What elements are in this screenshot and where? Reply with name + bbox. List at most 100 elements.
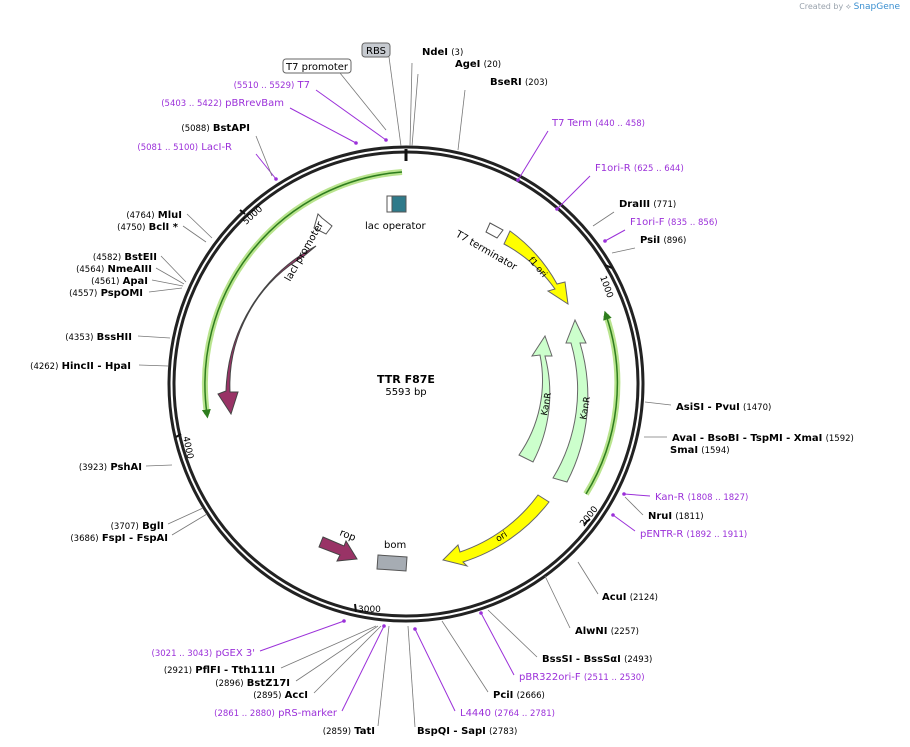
l4440-primer-mark: [413, 627, 417, 631]
bsssi-bsss-i-position: (2493): [624, 655, 652, 665]
acui-site-label: AcuI (2124): [602, 592, 658, 603]
bstapi-position: (5088): [181, 124, 209, 134]
hincii-hpai-name: HincII - HpaI: [62, 361, 131, 372]
orf-arc-kanr-line: [585, 310, 619, 495]
prs-marker-name: pRS-marker: [278, 708, 338, 719]
bgli-name: BglI: [142, 521, 164, 532]
pbr322ori-f-primer-mark: [479, 611, 483, 615]
apai-name: ApaI: [123, 276, 148, 287]
t7-site-label: (5510 .. 5529) T7: [234, 80, 310, 91]
ndei-position: (3): [451, 48, 463, 58]
feature-label-kanr-inner: KanR: [540, 392, 554, 417]
pspomi-position: (4557): [69, 289, 97, 299]
site-labels: NdeI (3)AgeI (20)BseRI (203)T7 Term (440…: [30, 47, 854, 737]
t7-promoter-box: T7 promoter: [282, 58, 352, 74]
kan-r-site-label: Kan-R (1808 .. 1827): [655, 492, 748, 503]
t7-position: (5510 .. 5529): [234, 81, 295, 91]
t7-term-leader: [517, 130, 549, 181]
alwni-site-label: AlwNI (2257): [575, 626, 639, 637]
tati-site-label: (2859) TatI: [323, 726, 375, 737]
alwni-leader: [544, 575, 571, 629]
mlui-leader: [186, 213, 213, 239]
f1ori-f-site-label: F1ori-F (835 .. 856): [630, 217, 718, 228]
t7-promoter-label: T7 promoter: [285, 62, 349, 73]
pspomi-site-label: (4557) PspOMI: [69, 288, 143, 299]
laci-r-name: LacI-R: [201, 142, 232, 153]
pbrrevbam-position: (5403 .. 5422): [161, 99, 222, 109]
bsssi-bsss-i-leader: [487, 609, 538, 658]
feature-laci-promoter: [313, 213, 333, 235]
f1ori-r-leader: [556, 175, 591, 210]
l4440-leader: [414, 628, 456, 712]
bsssi-bsss-i-name: BssSI - BssSαI: [542, 654, 621, 665]
pgex-3-leader: [259, 620, 345, 652]
pshai-position: (3923): [79, 463, 107, 473]
smai-site-label: SmaI (1594): [670, 445, 730, 456]
bseri-position: (203): [525, 78, 548, 88]
bsteii-site-label: (4582) BstEII: [93, 252, 157, 263]
psii-name: PsiI: [640, 235, 660, 246]
hincii-hpai-leader: [138, 364, 169, 367]
bseri-site-label: BseRI (203): [490, 77, 548, 88]
draiii-position: (771): [653, 200, 676, 210]
bcli-leader: [182, 225, 207, 243]
bspqi-sapi-site-label: BspQI - SapI (2783): [417, 726, 517, 737]
nmeaiii-name: NmeAIII: [108, 264, 152, 275]
bgli-site-label: (3707) BglI: [111, 521, 164, 532]
acci-position: (2895): [253, 691, 281, 701]
feature-label-laci: lacI: [239, 293, 256, 313]
pshai-site-label: (3923) PshAI: [79, 462, 142, 473]
draiii-site-label: DraIII (771): [619, 199, 676, 210]
bcli-name: BclI *: [149, 222, 179, 233]
acui-position: (2124): [630, 593, 658, 603]
pentr-r-name: pENTR-R: [640, 529, 683, 540]
pgex-3-primer-mark: [342, 619, 346, 623]
t7-name: T7: [297, 80, 310, 91]
t7-promoter-leader: [339, 72, 387, 131]
pentr-r-site-label: pENTR-R (1892 .. 1911): [640, 529, 747, 540]
agei-name: AgeI: [455, 59, 480, 70]
feature-kanr-inner: [518, 334, 553, 463]
pentr-r-leader: [612, 514, 636, 532]
acci-leader: [313, 625, 382, 694]
backbone-outer: [167, 145, 645, 623]
bsssi-bsss-i-site-label: BssSI - BssSαI (2493): [542, 654, 652, 665]
snapgene-watermark: Created by ⟡ SnapGene: [799, 2, 900, 12]
l4440-site-label: L4440 (2764 .. 2781): [460, 708, 555, 719]
bspqi-sapi-name: BspQI - SapI: [417, 726, 486, 737]
pbrrevbam-leader: [289, 107, 357, 144]
laci-r-primer-mark: [274, 177, 278, 181]
fspi-fspai-site-label: (3686) FspI - FspAI: [70, 533, 168, 544]
bstz17i-name: BstZ17I: [247, 678, 290, 689]
acui-name: AcuI: [602, 592, 627, 603]
rbs-leader: [388, 56, 402, 147]
t7-term-primer-mark: [516, 178, 520, 182]
pflfi-tth111i-name: PflFI - Tth111I: [195, 665, 275, 676]
bstapi-leader: [255, 135, 273, 177]
draiii-leader: [592, 211, 615, 227]
bstapi-name: BstAPI: [213, 123, 250, 134]
ndei-leader: [409, 62, 413, 147]
plasmid-name: TTR F87E: [377, 373, 435, 386]
asisi-pvui-name: AsiSI - PvuI: [676, 402, 740, 413]
laci-r-position: (5081 .. 5100): [137, 143, 198, 153]
f1ori-f-primer-mark: [603, 239, 607, 243]
agei-site-label: AgeI (20): [455, 59, 501, 70]
tati-name: TatI: [354, 726, 375, 737]
plasmid-size: 5593 bp: [385, 387, 426, 398]
pgex-3-site-label: (3021 .. 3043) pGEX 3': [152, 648, 255, 659]
asisi-pvui-leader: [644, 401, 672, 406]
bgli-position: (3707): [111, 522, 139, 532]
pgex-3-position: (3021 .. 3043): [152, 649, 213, 659]
agei-position: (20): [484, 60, 501, 70]
bcli-site-label: (4750) BclI *: [117, 222, 179, 233]
bseri-leader: [457, 89, 466, 151]
pspomi-leader: [148, 287, 183, 293]
feature-label-laci-promoter: lacI promoter: [283, 219, 326, 283]
bsshii-name: BssHII: [97, 332, 132, 343]
kan-r-leader: [623, 493, 651, 497]
prs-marker-position: (2861 .. 2880): [214, 709, 275, 719]
nrui-site-label: NruI (1811): [648, 511, 704, 522]
pshai-name: PshAI: [110, 462, 142, 473]
